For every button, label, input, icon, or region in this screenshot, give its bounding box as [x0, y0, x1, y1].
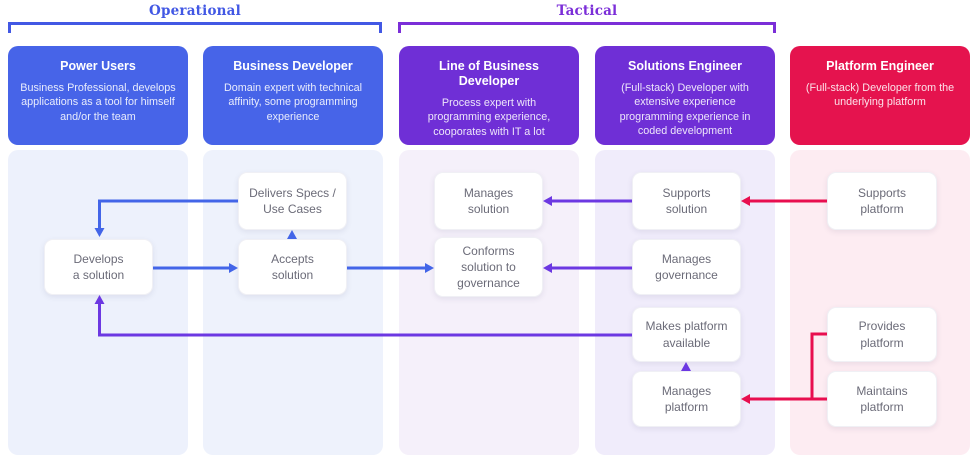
role-card-platform-engineer: Platform Engineer (Full-stack) Developer… [790, 46, 970, 145]
activity-box-conforms-solution-to-governance: Conforms solution to governance [434, 237, 543, 297]
role-card-power-users: Power Users Business Professional, devel… [8, 46, 188, 145]
role-description: Domain expert with technical affinity, s… [223, 82, 363, 123]
activity-box-accepts-solution: Accepts solution [238, 239, 347, 295]
activity-box-supports-platform: Supports platform [827, 172, 937, 230]
activity-box-develops-a-solution: Develops a solution [44, 239, 153, 295]
role-description: Process expert with programming experien… [427, 97, 551, 138]
role-description: Business Professional, develops applicat… [20, 82, 176, 123]
operational-group-label: Operational [149, 3, 241, 19]
activity-box-provides-platform: Provides platform [827, 307, 937, 362]
activity-box-manages-solution: Manages solution [434, 172, 543, 230]
activity-box-manages-platform: Manages platform [632, 371, 741, 427]
activity-box-manages-governance: Manages governance [632, 239, 741, 295]
tactical-bracket [398, 22, 776, 33]
role-title: Power Users [60, 59, 136, 73]
role-title: Line of Business Developer [438, 59, 540, 88]
role-description: (Full-stack) Developer with extensive ex… [619, 82, 751, 137]
role-card-line-of-business-developer: Line of Business Developer Process exper… [399, 46, 579, 145]
column-bg-power-users [8, 150, 188, 455]
operational-bracket [8, 22, 382, 33]
activity-box-supports-solution: Supports solution [632, 172, 741, 230]
tactical-group-label: Tactical [556, 3, 618, 19]
role-card-solutions-engineer: Solutions Engineer (Full-stack) Develope… [595, 46, 775, 145]
role-description: (Full-stack) Developer from the underlyi… [805, 82, 955, 109]
activity-box-makes-platform-available: Makes platform available [632, 307, 741, 362]
role-title: Solutions Engineer [628, 59, 742, 73]
role-title: Business Developer [233, 59, 353, 73]
role-title: Platform Engineer [826, 59, 934, 73]
activity-box-maintains-platform: Maintains platform [827, 371, 937, 427]
role-card-business-developer: Business Developer Domain expert with te… [203, 46, 383, 145]
activity-box-delivers-specs-use-cases: Delivers Specs / Use Cases [238, 172, 347, 230]
